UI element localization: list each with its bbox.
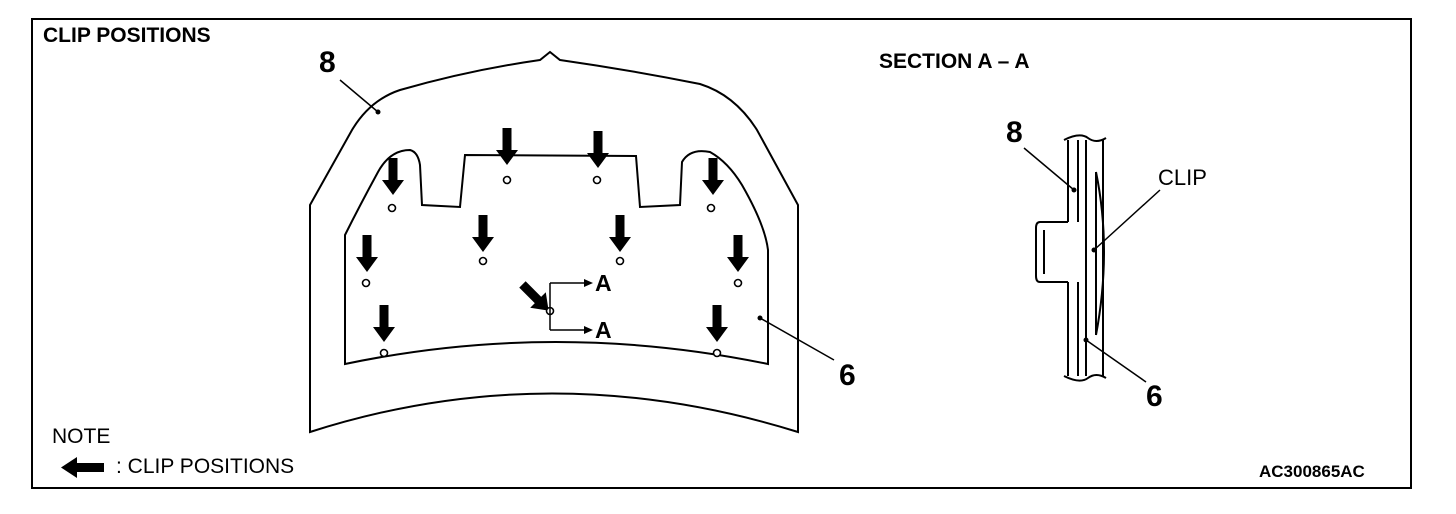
section-cut-marker [549,279,593,334]
section-callout-clip: CLIP [1158,165,1207,190]
hood-outline [309,50,799,434]
clip-holes [361,175,743,358]
clip-arrow-icon [706,305,728,342]
clip-arrow-icon [472,215,494,252]
section-marker-a-top: A [595,270,612,296]
clip-arrow-icon [373,305,395,342]
clip-arrow-icon [587,131,609,168]
clip-arrow-icon [609,215,631,252]
inner-panel-outline [344,148,769,366]
clip-arrow-diagonal-icon [519,281,549,311]
note-label: NOTE [52,425,111,448]
section-callout-hood: 8 [1006,116,1023,149]
callout-hood: 8 [319,46,336,79]
page-title: CLIP POSITIONS [43,24,211,47]
arrow-left-icon [61,457,104,478]
clip-arrow-icon [727,235,749,272]
section-marker-a-bottom: A [595,317,612,343]
clip-arrow-icon [496,128,518,165]
diagram-frame [31,18,1412,489]
legend-text: : CLIP POSITIONS [116,455,295,478]
clip-arrows [356,128,749,342]
reference-code: AC300865AC [1259,462,1365,481]
clip-arrow-icon [702,158,724,195]
section-view [1035,134,1107,382]
section-callout-panel: 6 [1146,380,1163,413]
clip-arrow-icon [356,235,378,272]
clip-arrow-icon [382,158,404,195]
callout-panel: 6 [839,359,856,392]
section-title: SECTION A – A [879,50,1030,73]
